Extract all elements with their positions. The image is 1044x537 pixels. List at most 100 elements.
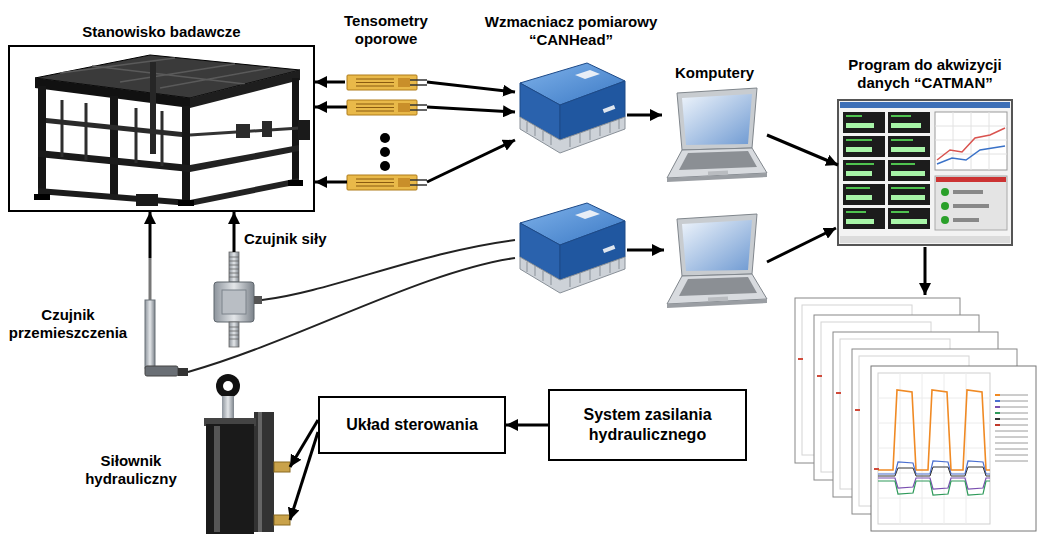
amplifier: Wzmacniacz pomiarowy “CANHead” — [515, 55, 627, 160]
hydraulic-cylinder-illustration — [258, 412, 262, 532]
software-screen — [846, 115, 862, 117]
force-sensor: Czujnik siły — [212, 252, 257, 347]
software-screen — [846, 187, 870, 189]
result-charts — [995, 395, 1028, 461]
software-screen — [838, 100, 1012, 245]
sensor-cables — [262, 240, 515, 300]
software-screen — [840, 236, 1010, 243]
strain-gauge — [347, 100, 417, 115]
software-screen — [843, 112, 930, 229]
strain-gauge — [410, 180, 427, 185]
test-rig-illustration — [190, 145, 299, 172]
software-screen — [838, 100, 1012, 245]
node-heading: Program do akwizycji danych “CATMAN” — [837, 56, 1013, 92]
force-sensor-illustration — [254, 296, 262, 304]
test-rig-illustration — [190, 178, 299, 206]
software-screen — [846, 115, 925, 213]
test-rig-illustration — [236, 124, 250, 138]
box-label: System zasilania hydraulicznego — [560, 405, 735, 445]
gauge-arrows — [315, 106, 347, 109]
hydraulic-cylinder-illustration — [216, 374, 240, 398]
result-charts — [995, 394, 1000, 396]
software-screen — [941, 202, 949, 210]
force-sensor-illustration — [229, 257, 239, 277]
strain-gauge — [347, 100, 427, 115]
node-label: Czujnik siły — [244, 230, 327, 248]
software-screen — [888, 136, 930, 157]
strain-gauge — [398, 178, 410, 187]
software-screen — [846, 163, 874, 165]
strain-gauge — [410, 105, 427, 110]
strain-gauge — [347, 175, 417, 190]
software-screen — [840, 102, 1010, 108]
gauge-arrows — [315, 107, 515, 182]
result-charts — [995, 412, 1000, 414]
test-rig-illustration — [110, 96, 118, 198]
software-screen — [846, 195, 872, 200]
software-screen — [846, 211, 866, 213]
arrow-connector — [233, 212, 236, 252]
software-screen — [846, 123, 927, 224]
software-screen: Program do akwizycji danych “CATMAN” — [838, 100, 1012, 245]
result-charts — [878, 467, 990, 476]
software-screen — [843, 160, 885, 181]
control-box: Układ sterowania — [318, 396, 506, 454]
software-screen — [846, 147, 872, 152]
result-charts — [874, 468, 879, 470]
software-screen — [846, 139, 872, 141]
test-rig-illustration — [136, 194, 158, 206]
strain-gauge — [398, 78, 410, 87]
software-screen — [846, 171, 872, 176]
software-screen — [935, 112, 1007, 170]
software-screen — [891, 123, 921, 128]
test-rig-illustration — [182, 106, 190, 202]
result-charts — [795, 298, 1036, 531]
ellipsis-dots — [380, 133, 390, 171]
test-rig-illustration — [178, 200, 194, 206]
result-charts — [878, 373, 990, 524]
strain-gauge — [347, 75, 417, 90]
arrow-connector — [506, 424, 548, 427]
arrow-connector — [627, 114, 662, 117]
result-charts — [995, 395, 1000, 425]
ellipsis-dots — [380, 147, 390, 157]
test-rig-illustration — [34, 55, 310, 206]
signal-arrows — [767, 228, 836, 262]
signal-arrows — [924, 247, 927, 295]
node-heading: Komputery — [675, 64, 754, 82]
displacement-sensor-illustration — [145, 366, 178, 376]
displacement-sensor-illustration — [178, 368, 188, 376]
node-heading: Tensometry oporowe — [330, 12, 442, 48]
force-sensor-illustration — [214, 282, 254, 322]
arrow-connector — [149, 212, 152, 258]
test-rig-illustration — [46, 118, 182, 137]
test-rig-illustration — [292, 78, 299, 182]
result-charts — [995, 400, 1000, 402]
software-screen — [888, 208, 930, 229]
software-screen — [953, 218, 979, 222]
software-screen — [891, 139, 913, 141]
test-rig-illustration — [298, 120, 310, 140]
software-screen — [935, 112, 1007, 170]
gauge-arrows — [427, 140, 515, 182]
software-screen — [891, 163, 915, 165]
result-charts — [855, 409, 860, 411]
arrow-connector — [290, 432, 318, 520]
strain-gauge — [356, 104, 394, 111]
strain-gauge — [410, 80, 427, 85]
test-rig-illustration — [190, 70, 300, 108]
software-screen — [846, 219, 874, 224]
strain-gauge-group: Tensometry oporowe — [345, 72, 427, 194]
force-sensor-illustration — [229, 327, 239, 339]
software-screen — [937, 128, 1005, 160]
software-screen — [843, 112, 885, 133]
test-rig-illustration — [150, 62, 156, 154]
test-rig-box: Stanowisko badawcze — [8, 45, 315, 212]
displacement-sensor: Czujnik przemieszczenia — [138, 258, 190, 383]
test-rig-illustration — [38, 86, 46, 196]
computer: Komputery — [662, 88, 767, 188]
hydraulic-cylinder-illustration — [206, 424, 254, 534]
strain-gauge — [356, 179, 394, 186]
ellipsis-dots — [380, 133, 390, 143]
